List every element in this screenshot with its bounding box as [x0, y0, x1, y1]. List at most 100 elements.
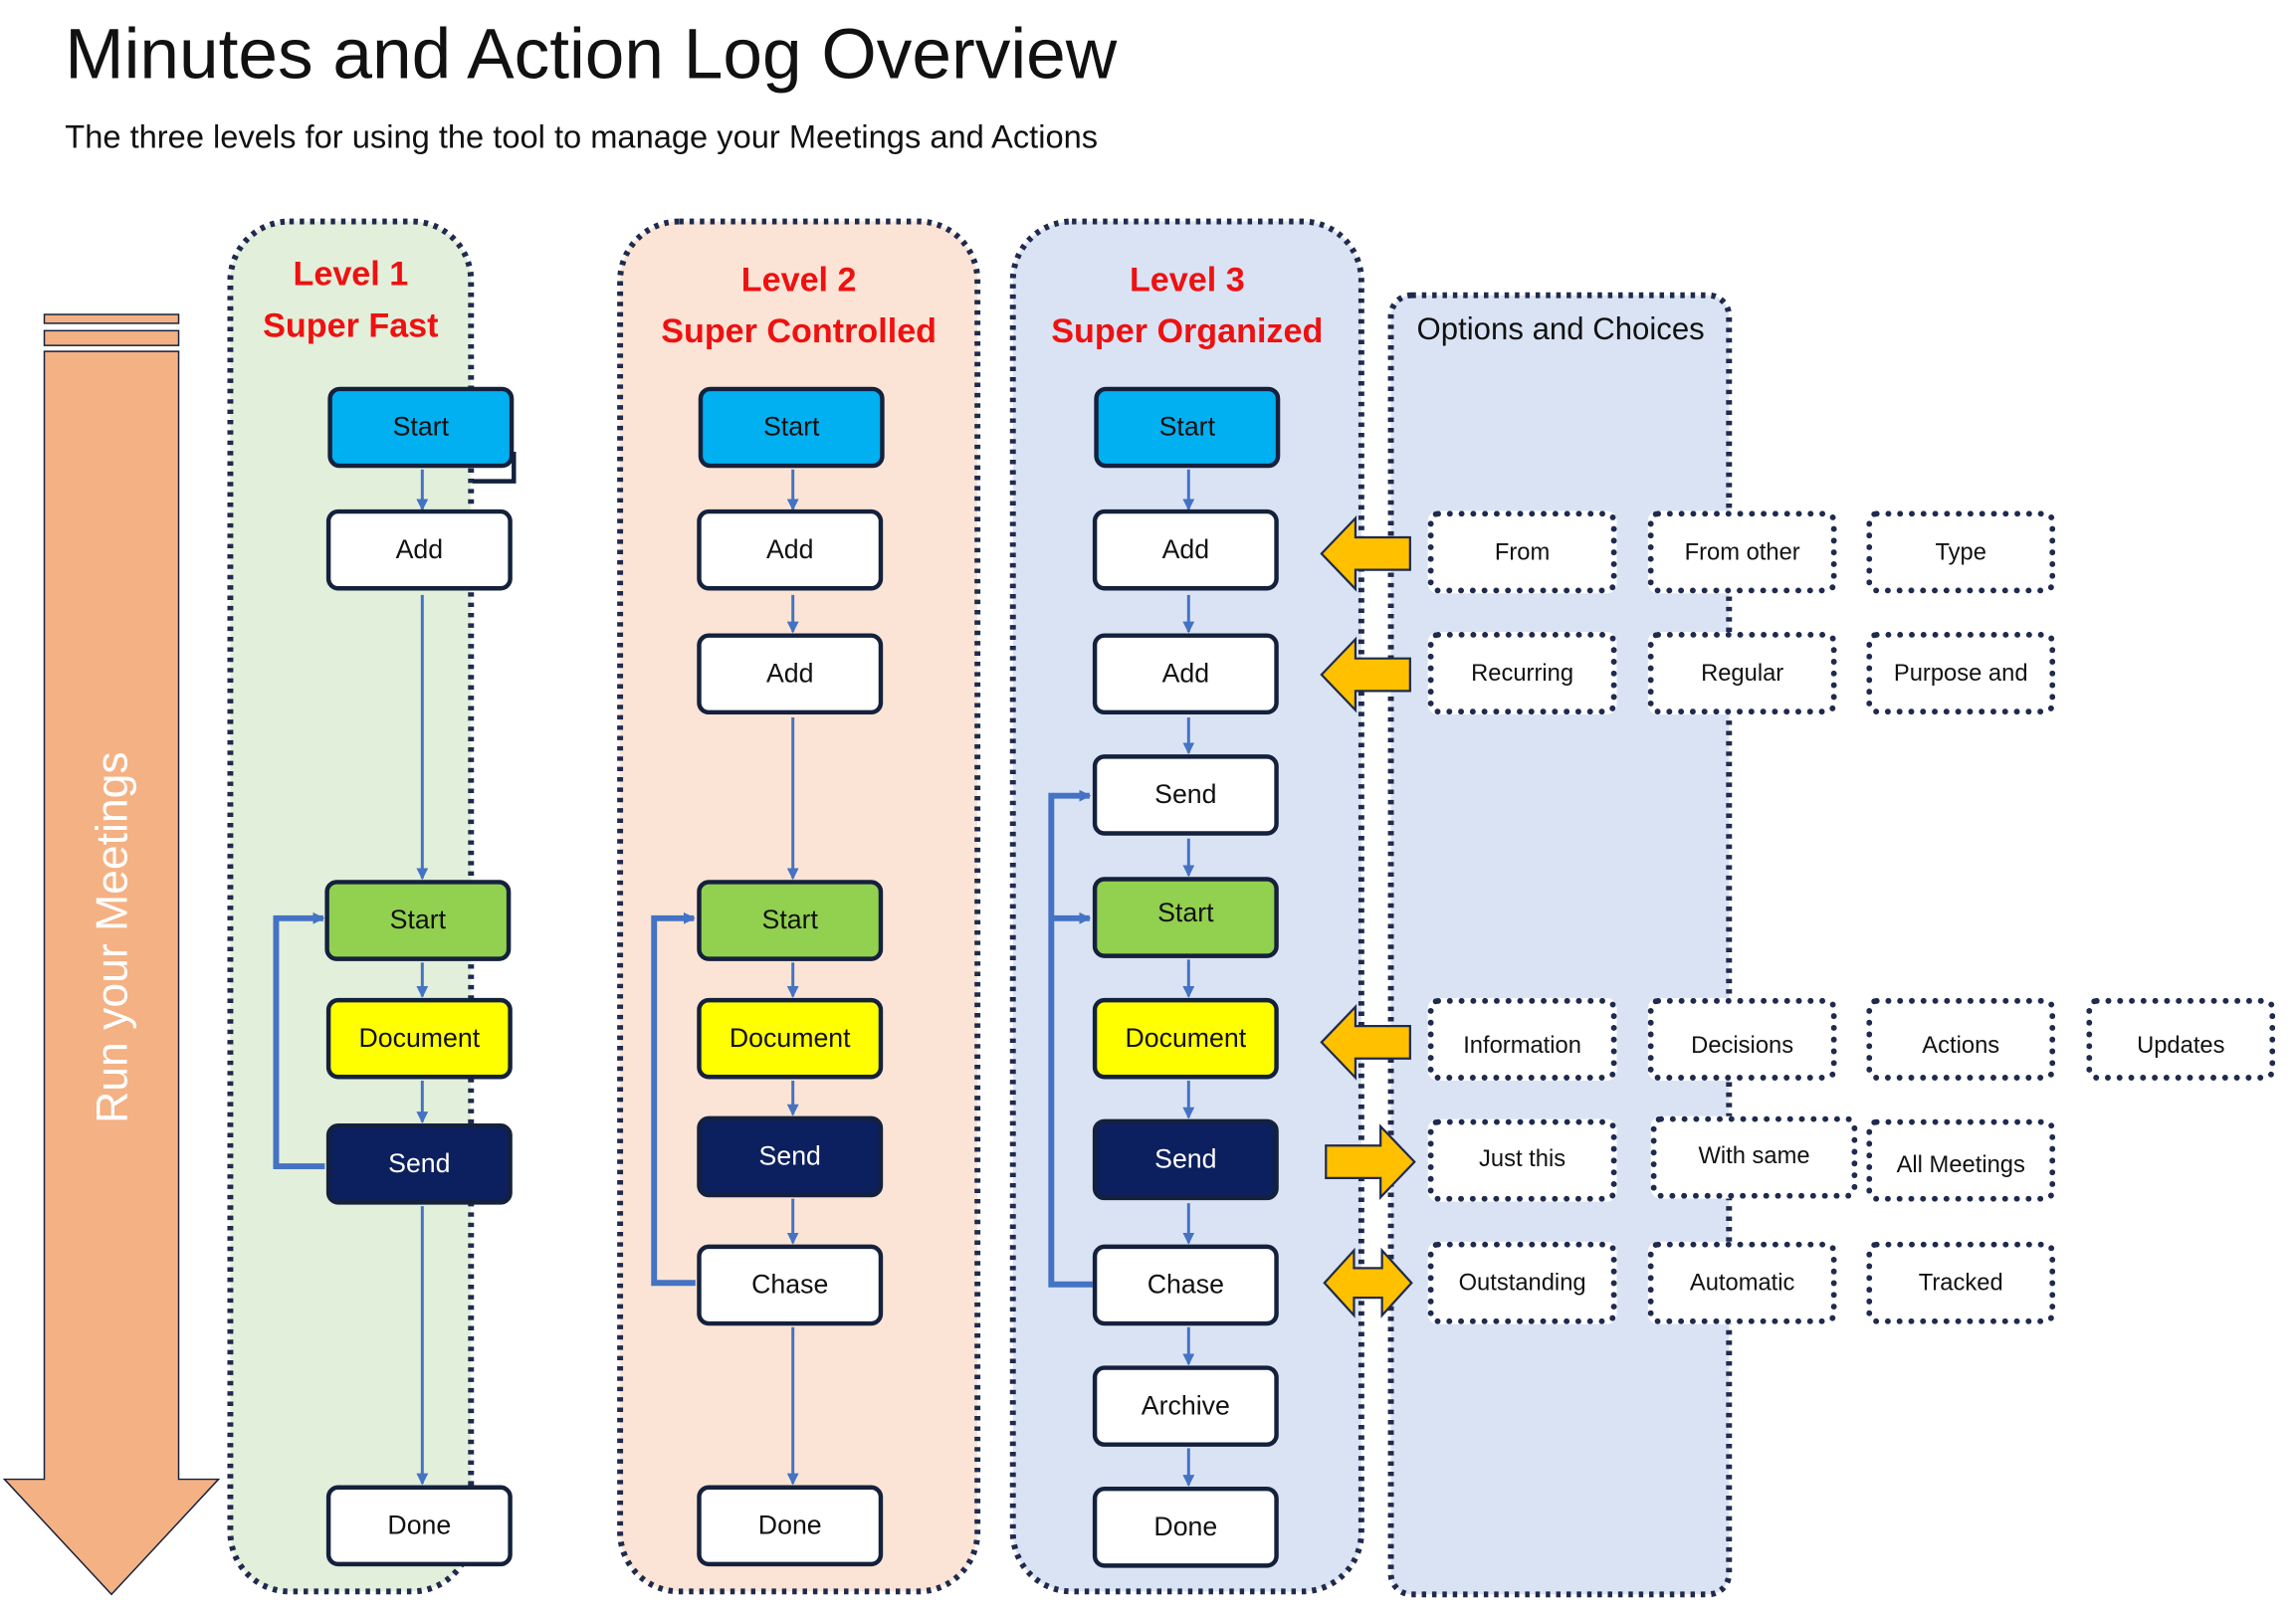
level-2-step-add-1[interactable]: Add [697, 508, 884, 591]
level-2-step-start[interactable]: Start [698, 386, 885, 469]
level-3-step-start[interactable]: Start [1094, 386, 1281, 469]
step-label: Add [395, 534, 444, 564]
options-title: Options and Choices [1416, 312, 1705, 347]
option-information[interactable]: Information [1427, 997, 1617, 1081]
option-label: All Meetings [1896, 1152, 2025, 1178]
level-3-connectors [1048, 469, 1195, 1487]
option-purpose-and-agenda[interactable]: Purpose and [1866, 631, 2056, 715]
level-2-step-send[interactable]: Send [697, 1115, 884, 1198]
step-label: Add [765, 658, 814, 689]
option-label: From other [1684, 539, 1800, 566]
level-2-step-add-2[interactable]: Add [697, 633, 884, 715]
option-all-meetings[interactable]: All Meetings [1866, 1118, 2056, 1202]
step-label: Send [758, 1140, 821, 1171]
option-type-manually[interactable]: Type [1866, 510, 2056, 594]
option-automatic-chase-email[interactable]: Automatic [1647, 1241, 1837, 1324]
option-updates[interactable]: Updates [2086, 997, 2276, 1081]
step-label: Start [1157, 898, 1214, 927]
option-label: Information [1463, 1033, 1581, 1059]
step-label: Send [388, 1148, 451, 1178]
step-label: Start [761, 905, 818, 935]
step-label: Start [389, 905, 447, 935]
option-label: From [1494, 539, 1551, 566]
page-title: Minutes and Action Log Overview [65, 16, 1118, 95]
level-1-step-start-meeting[interactable]: Start [324, 880, 512, 961]
level-3-title: Level 3 Super Organized [1013, 254, 1361, 357]
arrow-both-5 [1323, 1247, 1413, 1318]
step-label: Add [765, 534, 814, 564]
level-1-connectors [273, 451, 517, 1486]
step-label: Done [387, 1510, 452, 1540]
step-label: Done [1153, 1512, 1218, 1541]
level-3-step-add-2[interactable]: Add [1092, 633, 1279, 715]
option-just-this-meeting[interactable]: Just this [1427, 1118, 1617, 1202]
option-label: Tracked [1918, 1271, 2003, 1297]
option-label: Decisions [1691, 1033, 1794, 1059]
run-meetings-label: Run your Meetings [89, 751, 137, 1123]
option-from-outlook[interactable]: From [1427, 510, 1617, 594]
step-label: Add [1161, 658, 1210, 689]
level-1-step-send[interactable]: Send [325, 1123, 513, 1205]
options-panel [1387, 292, 1733, 1598]
option-label: Type [1935, 539, 1986, 566]
option-regular-attendees[interactable]: Regular [1647, 631, 1837, 715]
level-3-step-document[interactable]: Document [1092, 997, 1279, 1080]
step-label: Document [1125, 1023, 1247, 1053]
option-label: Updates [2137, 1033, 2225, 1059]
arrow-left-1 [1320, 514, 1411, 592]
step-label: Chase [751, 1269, 829, 1300]
level-2-title: Level 2 Super Controlled [620, 254, 977, 357]
level-3-step-add-1[interactable]: Add [1092, 508, 1279, 591]
level-3-step-send[interactable]: Send [1092, 1118, 1279, 1201]
arrow-left-2 [1320, 636, 1411, 713]
level-1-title: Level 1 Super Fast [230, 248, 471, 351]
level-2-name: Level 2 [740, 260, 857, 299]
option-with-same-meeting-name[interactable]: With same [1650, 1115, 1858, 1199]
option-decisions[interactable]: Decisions [1647, 997, 1837, 1081]
page-subtitle: The three levels for using the tool to m… [65, 117, 1099, 155]
option-outstanding-actions[interactable]: Outstanding [1427, 1241, 1617, 1324]
step-label: Document [358, 1023, 481, 1053]
level-2-step-document[interactable]: Document [697, 997, 884, 1080]
level-2-connectors [651, 469, 799, 1486]
level-1-subtitle: Super Fast [263, 305, 439, 344]
step-label: Start [392, 411, 450, 442]
level-1-step-add[interactable]: Add [325, 508, 513, 591]
level-2-subtitle: Super Controlled [661, 311, 938, 350]
step-label: Archive [1141, 1390, 1230, 1421]
step-label: Add [1161, 534, 1210, 564]
step-label: Chase [1147, 1269, 1224, 1300]
option-from-other-lists[interactable]: From other [1647, 510, 1837, 594]
option-label: Recurring [1471, 661, 1574, 687]
level-1-step-document[interactable]: Document [325, 997, 513, 1080]
step-label: Start [762, 411, 820, 442]
option-label: Just this [1479, 1146, 1566, 1172]
level-2-step-start-meeting[interactable]: Start [697, 880, 884, 961]
step-label: Done [757, 1510, 822, 1540]
option-actions[interactable]: Actions [1866, 997, 2056, 1081]
step-label: Document [729, 1023, 851, 1053]
level-3-step-start-meeting[interactable]: Start [1092, 877, 1279, 958]
option-recurring-meetings[interactable]: Recurring [1427, 631, 1617, 715]
option-label: Actions [1922, 1033, 2000, 1059]
level-3-step-done[interactable]: Done [1092, 1486, 1279, 1568]
run-meetings-arrow [2, 313, 221, 1596]
level-3-step-chase[interactable]: Chase [1092, 1244, 1279, 1326]
arrow-right-4 [1325, 1123, 1416, 1200]
level-3-step-send-invite[interactable]: Send [1092, 754, 1279, 836]
level-3-step-archive[interactable]: Archive [1092, 1365, 1279, 1447]
step-label: Start [1158, 411, 1216, 442]
level-1-step-start[interactable]: Start [327, 386, 515, 469]
step-label: Send [1154, 779, 1217, 810]
level-2-step-chase[interactable]: Chase [697, 1244, 884, 1326]
option-label: Outstanding [1458, 1271, 1586, 1297]
level-1-step-done[interactable]: Done [325, 1485, 513, 1567]
option-label: Automatic [1689, 1271, 1795, 1297]
option-label: With same [1698, 1143, 1810, 1170]
arrow-left-3 [1320, 1004, 1411, 1081]
step-label: Send [1154, 1143, 1217, 1174]
level-2-step-done[interactable]: Done [697, 1485, 884, 1567]
option-label: Purpose and [1893, 661, 2028, 687]
option-tracked-updates[interactable]: Tracked [1866, 1241, 2056, 1324]
